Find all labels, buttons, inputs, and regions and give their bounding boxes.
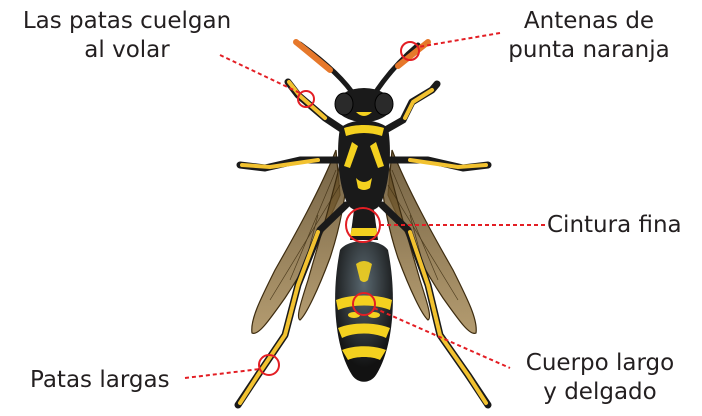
label-antennae-line1: Antenas de [486, 7, 692, 36]
label-body: Cuerpo largo y delgado [510, 349, 690, 407]
label-legs-hang-line2: al volar [8, 36, 246, 65]
wasp-body [335, 88, 393, 382]
label-antennae-line2: punta naranja [486, 36, 692, 65]
label-long-legs-line1: Patas largas [30, 366, 170, 395]
label-waist: Cintura fina [547, 211, 682, 240]
label-body-line1: Cuerpo largo [510, 349, 690, 378]
label-legs-hang-line1: Las patas cuelgan [8, 7, 246, 36]
label-body-line2: y delgado [510, 378, 690, 407]
label-antennae: Antenas de punta naranja [486, 7, 692, 65]
long-legs-leader [185, 369, 260, 378]
label-long-legs: Patas largas [30, 366, 170, 395]
label-waist-line1: Cintura fina [547, 211, 682, 240]
label-legs-hang: Las patas cuelgan al volar [8, 7, 246, 65]
